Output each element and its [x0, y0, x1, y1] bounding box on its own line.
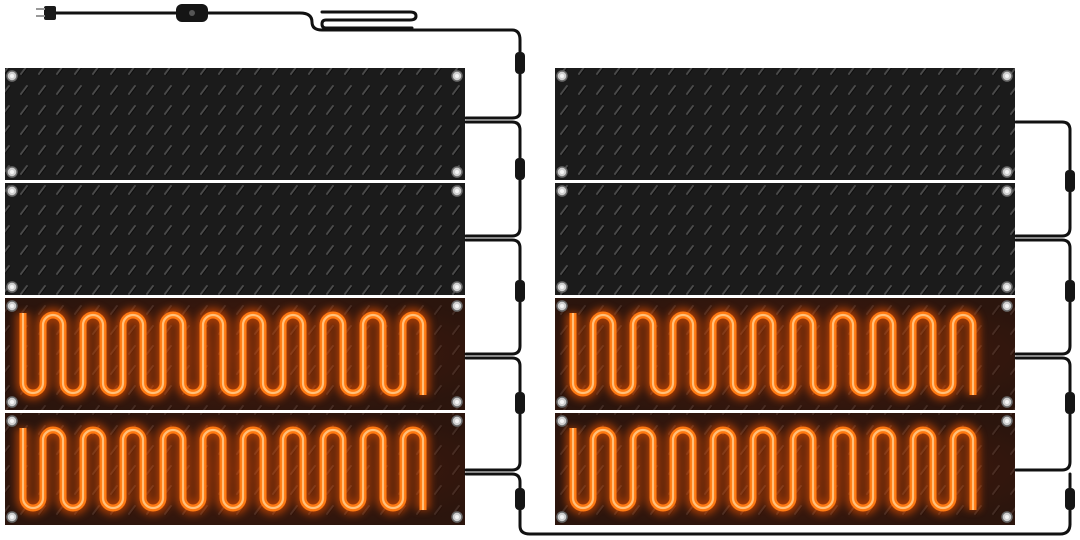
power-cord — [36, 4, 522, 54]
mat-left-1 — [5, 68, 465, 180]
mat-right-2 — [555, 183, 1015, 295]
plug-icon — [36, 6, 56, 20]
daisy-chain-cables — [464, 50, 1075, 536]
mat-left-4-heated — [5, 413, 465, 525]
mat-right-3-heated — [555, 298, 1015, 410]
mat-right-4-heated — [555, 413, 1015, 525]
mat-left-3-heated — [5, 298, 465, 410]
connector-icon — [515, 52, 1075, 510]
inline-switch-icon — [176, 4, 208, 22]
mat-left-2 — [5, 183, 465, 295]
mat-column-left — [5, 68, 465, 525]
mat-column-right — [555, 68, 1015, 525]
mat-right-1 — [555, 68, 1015, 180]
